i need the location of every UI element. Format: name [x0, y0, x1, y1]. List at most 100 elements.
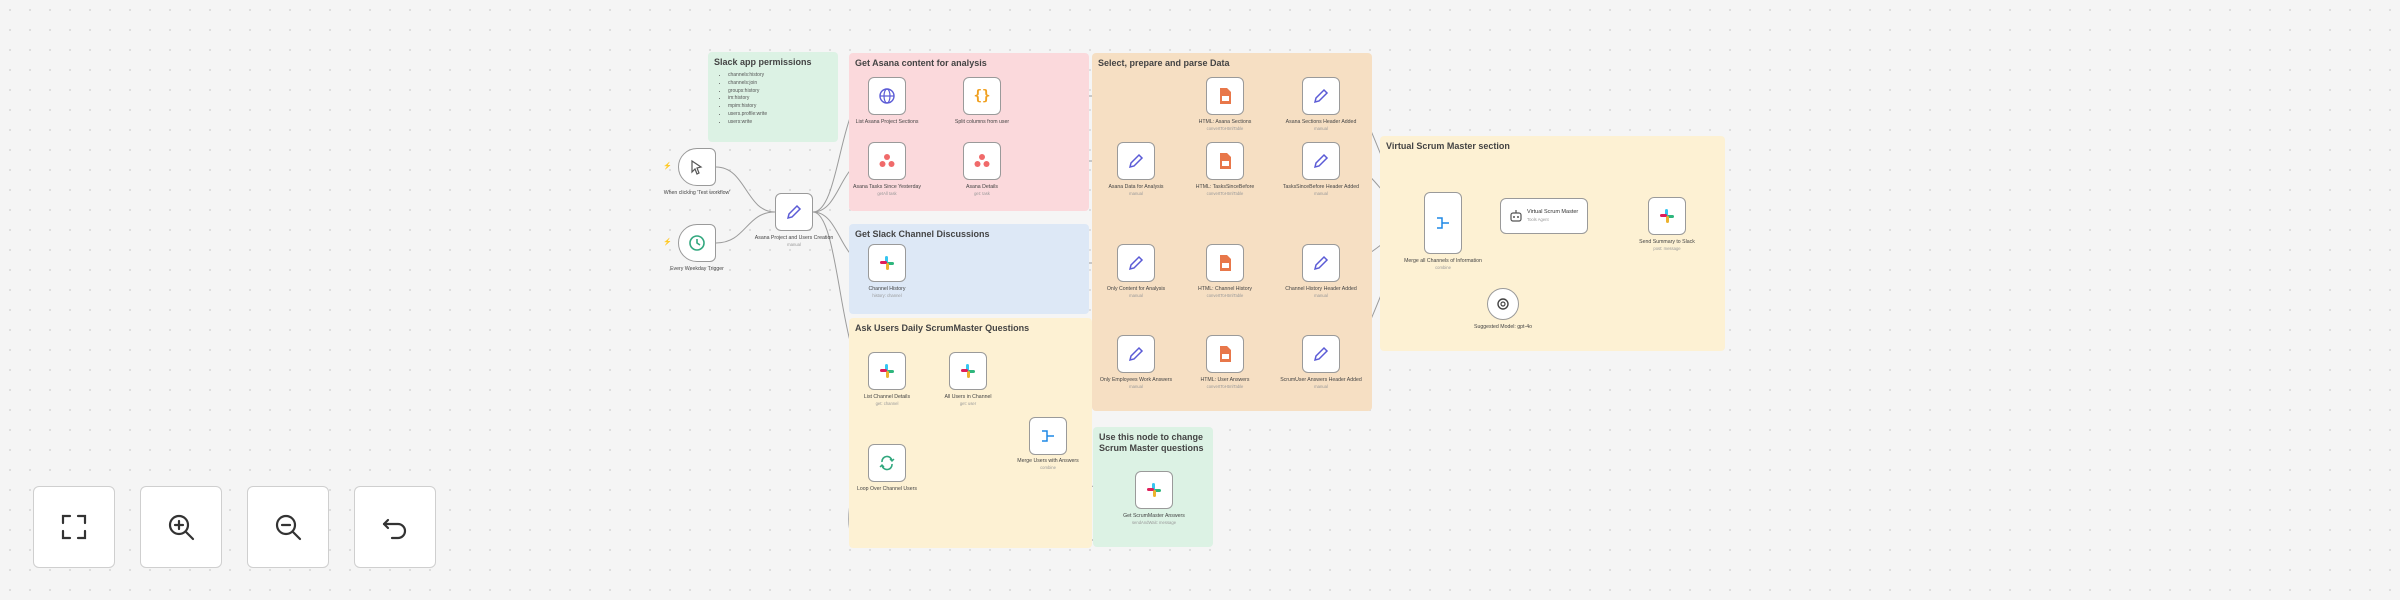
node-merge-all-channels[interactable]: [1424, 192, 1462, 254]
node-send-summary-slack[interactable]: [1648, 197, 1686, 235]
node-subtitle: manual: [1129, 383, 1143, 389]
node-all-users-in-channel[interactable]: [949, 352, 987, 390]
node-subtitle: getAll task: [877, 190, 897, 196]
html-icon: [1220, 88, 1231, 104]
node-asana-details[interactable]: [963, 142, 1001, 180]
node-subtitle: manual: [787, 241, 801, 247]
zoom-in-icon: [168, 514, 195, 541]
zoom-out-icon: [275, 514, 302, 541]
node-subtitle: manual: [1314, 125, 1328, 131]
node-title: Only Content for Analysis: [1106, 286, 1166, 292]
node-html-channel-history[interactable]: [1206, 244, 1244, 282]
canvas-controls: [33, 486, 436, 568]
node-only-content[interactable]: [1117, 244, 1155, 282]
sticky-title: Virtual Scrum Master section: [1386, 141, 1510, 151]
node-weekday-trigger[interactable]: [678, 224, 716, 262]
node-title: All Users in Channel: [944, 394, 992, 400]
cursor-icon: [691, 159, 703, 175]
node-channel-history-header[interactable]: [1302, 244, 1340, 282]
node-list-channel-details[interactable]: [868, 352, 906, 390]
node-asana-tasks-since-yesterday[interactable]: [868, 142, 906, 180]
node-label: Split columns from user: [954, 119, 1010, 125]
clock-icon: [689, 235, 705, 251]
sticky-title: Get Slack Channel Discussions: [855, 229, 990, 239]
pencil-icon: [1313, 346, 1329, 362]
reset-zoom-button[interactable]: [354, 486, 436, 568]
node-asana-sections-header[interactable]: [1302, 77, 1340, 115]
node-subtitle: convertToHtmlTable: [1206, 190, 1244, 196]
node-subtitle: get: user: [959, 400, 977, 406]
node-test-workflow-trigger[interactable]: [678, 148, 716, 186]
node-title: Send Summary to Slack: [1639, 239, 1695, 245]
node-subtitle: manual: [1314, 292, 1328, 298]
node-title: Asana Details: [965, 184, 998, 190]
node-html-user-answers[interactable]: [1206, 335, 1244, 373]
node-title: HTML: User Answers: [1200, 377, 1250, 383]
node-title: List Channel Details: [863, 394, 911, 400]
asana-icon: [879, 154, 895, 167]
node-title: Asana Project and Users Creation: [754, 235, 834, 241]
node-asana-project-users[interactable]: [775, 193, 813, 231]
node-subtitle: Tools Agent: [1527, 217, 1549, 222]
merge-icon: [1042, 430, 1054, 442]
permission-item: channels:history: [728, 72, 767, 80]
zoom-in-button[interactable]: [140, 486, 222, 568]
node-title: HTML: Asana Sections: [1198, 119, 1252, 125]
node-scrumuser-header[interactable]: [1302, 335, 1340, 373]
sticky-slack-permissions[interactable]: Slack app permissions channels:history c…: [708, 52, 838, 142]
node-html-asana-sections[interactable]: [1206, 77, 1244, 115]
node-html-tasks[interactable]: [1206, 142, 1244, 180]
pencil-icon: [1128, 153, 1144, 169]
asana-icon: [974, 154, 990, 167]
permission-item: users.profile:write: [728, 111, 767, 119]
node-tasks-header[interactable]: [1302, 142, 1340, 180]
node-title: Asana Data for Analysis: [1108, 184, 1164, 190]
zoom-out-button[interactable]: [247, 486, 329, 568]
node-title: Asana Sections Header Added: [1285, 119, 1357, 125]
permission-item: groups:history: [728, 88, 767, 96]
permission-item: im:history: [728, 95, 767, 103]
fit-view-button[interactable]: [33, 486, 115, 568]
node-title: Only Employees Work Answers: [1099, 377, 1173, 383]
html-icon: [1220, 346, 1231, 362]
node-only-employee-answers[interactable]: [1117, 335, 1155, 373]
pencil-icon: [1313, 88, 1329, 104]
node-split-columns[interactable]: {}: [963, 77, 1001, 115]
node-merge-users-answers[interactable]: [1029, 417, 1067, 455]
pencil-icon: [1313, 255, 1329, 271]
node-suggested-model[interactable]: [1487, 288, 1519, 320]
node-label: Suggested Model: gpt-4o: [1474, 324, 1532, 330]
node-label: Loop Over Channel Users: [857, 486, 917, 492]
node-list-asana-sections[interactable]: [868, 77, 906, 115]
slack-icon: [1147, 483, 1161, 497]
node-title: Merge all Channels of Information: [1404, 258, 1482, 264]
sticky-title: Select, prepare and parse Data: [1098, 58, 1230, 68]
node-subtitle: history: channel: [872, 292, 902, 298]
node-title: Get ScrumMaster Answers: [1123, 513, 1185, 519]
node-asana-data-analysis[interactable]: [1117, 142, 1155, 180]
node-loop-over-users[interactable]: [868, 444, 906, 482]
node-get-scrummaster-answers[interactable]: [1135, 471, 1173, 509]
node-subtitle: post: message: [1653, 245, 1681, 251]
node-label: Every Weekday Trigger: [670, 266, 724, 272]
trigger-bolt-icon: ⚡: [663, 163, 672, 170]
permission-item: mpim:history: [728, 103, 767, 111]
node-subtitle: combine: [1040, 464, 1056, 470]
node-title: ScrumUser Answers Header Added: [1280, 377, 1362, 383]
node-title: Channel History: [868, 286, 906, 292]
node-channel-history[interactable]: [868, 244, 906, 282]
